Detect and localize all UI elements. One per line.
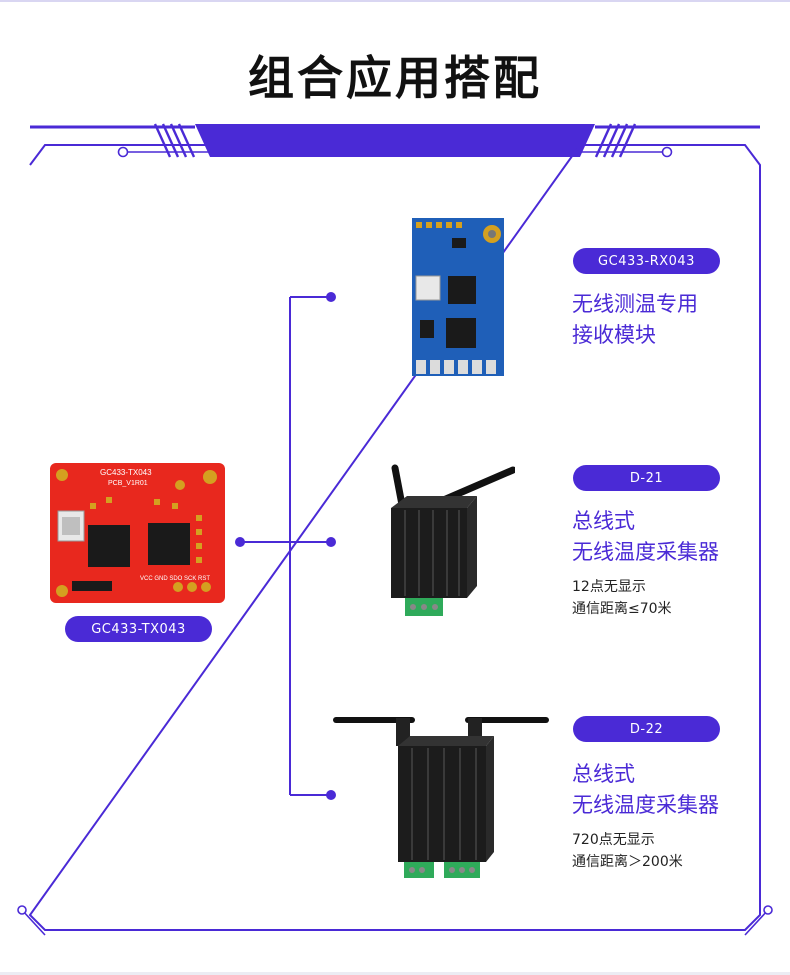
d21-name: 总线式 无线温度采集器: [572, 509, 719, 564]
transmitter-label: GC433-TX043: [65, 616, 212, 642]
page-title: 组合应用搭配: [248, 51, 542, 105]
transmitter-board-model: GC433-TX043: [100, 468, 152, 477]
d22-desc: 720点无显示 通信距离＞200米: [572, 832, 683, 870]
receiver-module-image: [412, 218, 504, 376]
receiver-rx043-name: 无线测温专用 接收模块: [572, 292, 698, 347]
top-rule: [0, 0, 790, 2]
transmitter-board-image: GC433-TX043 PCB_V1R01 VCC GND SDO SCK RS…: [50, 463, 225, 603]
d21-collector-image: [391, 464, 515, 616]
connector-dot-tx: [235, 537, 245, 547]
d22-name: 总线式 无线温度采集器: [572, 762, 719, 817]
bottom-rule: [0, 972, 790, 975]
transmitter-board-pins: VCC GND SDO SCK RST: [140, 576, 210, 582]
connector-dot-d22: [326, 790, 336, 800]
connector-dot-d21: [326, 537, 336, 547]
receiver-rx043-label: GC433-RX043: [573, 248, 720, 274]
transmitter-board-pcb: PCB_V1R01: [108, 480, 148, 487]
connector-dot-rx043: [326, 292, 336, 302]
d21-label: D-21: [573, 465, 720, 491]
d22-collector-image: [333, 717, 549, 878]
d21-desc: 12点无显示 通信距离≤70米: [572, 579, 672, 617]
d22-label: D-22: [573, 716, 720, 742]
